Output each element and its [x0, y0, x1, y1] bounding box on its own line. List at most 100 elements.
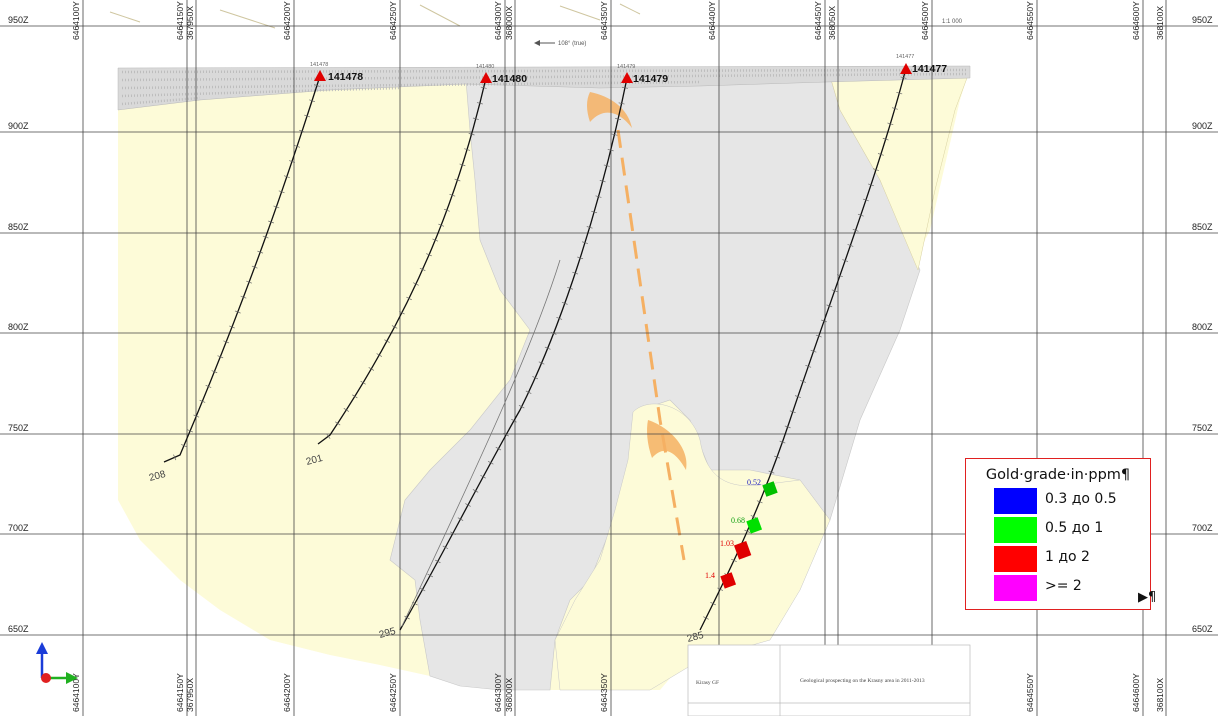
depth-tick	[326, 433, 331, 439]
drillholes	[163, 67, 907, 631]
depth-tick	[896, 91, 903, 95]
depth-tick	[805, 364, 812, 368]
depth-tick	[847, 244, 854, 247]
legend-swatch	[994, 546, 1037, 572]
depth-tick	[268, 220, 274, 224]
depth-tick	[591, 210, 598, 214]
depth-tick	[223, 340, 230, 344]
axis-gizmo-icon	[36, 642, 78, 684]
depth-tick	[774, 455, 780, 459]
depth-tick	[800, 380, 807, 383]
legend-item-label: >= 2	[1045, 578, 1082, 594]
depth-tick	[768, 470, 775, 474]
hole-small-label-141479: 141479	[617, 64, 635, 70]
assay-value-1: 0.52	[747, 478, 761, 487]
depth-tick	[525, 390, 532, 394]
depth-tick	[334, 421, 341, 426]
depth-tick	[419, 587, 426, 592]
depth-tick	[426, 253, 432, 257]
depth-tick	[561, 302, 568, 305]
depth-tick	[810, 349, 817, 353]
depth-tick	[384, 339, 390, 343]
easting-label-top: 368100X	[1155, 6, 1165, 40]
depth-tick	[368, 367, 375, 371]
depth-tick	[399, 311, 405, 315]
depth-tick	[432, 238, 439, 242]
depth-tick	[450, 531, 456, 535]
depth-tick	[205, 385, 212, 388]
legend-item-label: 0.5 до 1	[1045, 520, 1104, 536]
scale-label: 1:1 000	[942, 19, 963, 25]
hole-label-141478: 141478	[328, 71, 363, 83]
depth-tick	[480, 475, 486, 479]
depth-tick	[449, 193, 456, 197]
depth-tick	[273, 205, 280, 209]
depth-tick	[343, 408, 350, 412]
collar-141477-marker	[900, 63, 912, 74]
northing-label-bottom: 6464600Y	[1131, 673, 1141, 712]
elevation-label-left: 950Z	[8, 15, 29, 25]
assay-swatch-4	[720, 572, 737, 589]
depth-tick	[262, 235, 269, 239]
easting-label-top: 368050X	[827, 6, 837, 40]
depth-tick	[821, 319, 828, 323]
depth-tick	[457, 517, 464, 521]
depth-tick	[313, 84, 320, 87]
depth-tick	[873, 168, 879, 171]
depth-tick	[413, 282, 419, 286]
depth-tick	[360, 380, 366, 385]
depth-tick	[465, 503, 471, 507]
depth-tick	[283, 175, 290, 178]
depth-tick	[756, 500, 763, 504]
direction-indicator: 108° (true)	[534, 40, 586, 47]
elevation-label-left: 650Z	[8, 624, 29, 634]
elevation-label-left: 800Z	[8, 322, 29, 332]
hole-small-label-141478: 141478	[310, 62, 328, 68]
assay-swatch-3	[733, 541, 752, 560]
hole-small-label-141477: 141477	[896, 54, 914, 60]
depth-tick	[278, 190, 285, 194]
depth-tick	[882, 137, 889, 141]
depth-tick	[391, 325, 398, 329]
legend-swatch	[994, 488, 1037, 514]
drillhole-141477-trace	[699, 67, 907, 631]
depth-tick	[717, 587, 724, 591]
depth-tick	[826, 304, 833, 308]
depth-tick	[459, 163, 466, 167]
depth-tick	[246, 280, 253, 284]
collar-141479-marker	[621, 72, 633, 83]
depth-tick	[442, 545, 449, 550]
depth-tick	[511, 418, 517, 423]
depth-tick	[586, 226, 593, 229]
depth-tick	[234, 310, 241, 314]
northing-label-top: 6464500Y	[920, 1, 930, 40]
depth-tick	[550, 331, 557, 335]
elevation-label-right: 650Z	[1192, 624, 1213, 634]
depth-tick	[599, 180, 606, 183]
depth-tick	[217, 355, 224, 359]
elevation-label-left: 750Z	[8, 423, 29, 433]
title-block-line2: Kirasy GF	[696, 680, 719, 686]
elevation-label-left: 700Z	[8, 523, 29, 533]
drillhole-141480-trace	[317, 77, 487, 445]
depth-tick	[731, 558, 737, 563]
northing-label-top: 6464300Y	[493, 1, 503, 40]
legend-item-label: 0.3 до 0.5	[1045, 491, 1117, 507]
northing-label-top: 6464550Y	[1025, 1, 1035, 40]
northing-label-bottom: 6464300Y	[493, 673, 503, 712]
northing-label-bottom: 6464350Y	[599, 673, 609, 712]
overburden-band	[117, 65, 971, 111]
elevation-label-left: 850Z	[8, 222, 29, 232]
gold-grade-legend: Gold·grade·in·ppm¶ 0.3 до 0.5 0.5 до 1 1…	[965, 458, 1156, 610]
depth-tick	[710, 602, 716, 606]
geology-units	[109, 3, 971, 691]
depth-tick	[556, 317, 563, 320]
depth-tick	[181, 444, 187, 448]
hole-end-label-201: 201	[305, 453, 324, 468]
northing-label-top: 6464150Y	[175, 1, 185, 40]
depth-tick	[794, 395, 801, 398]
depth-tick	[703, 616, 709, 620]
assay-value-2: 0.68	[731, 516, 745, 525]
depth-tick	[299, 129, 306, 133]
depth-tick	[900, 76, 907, 79]
